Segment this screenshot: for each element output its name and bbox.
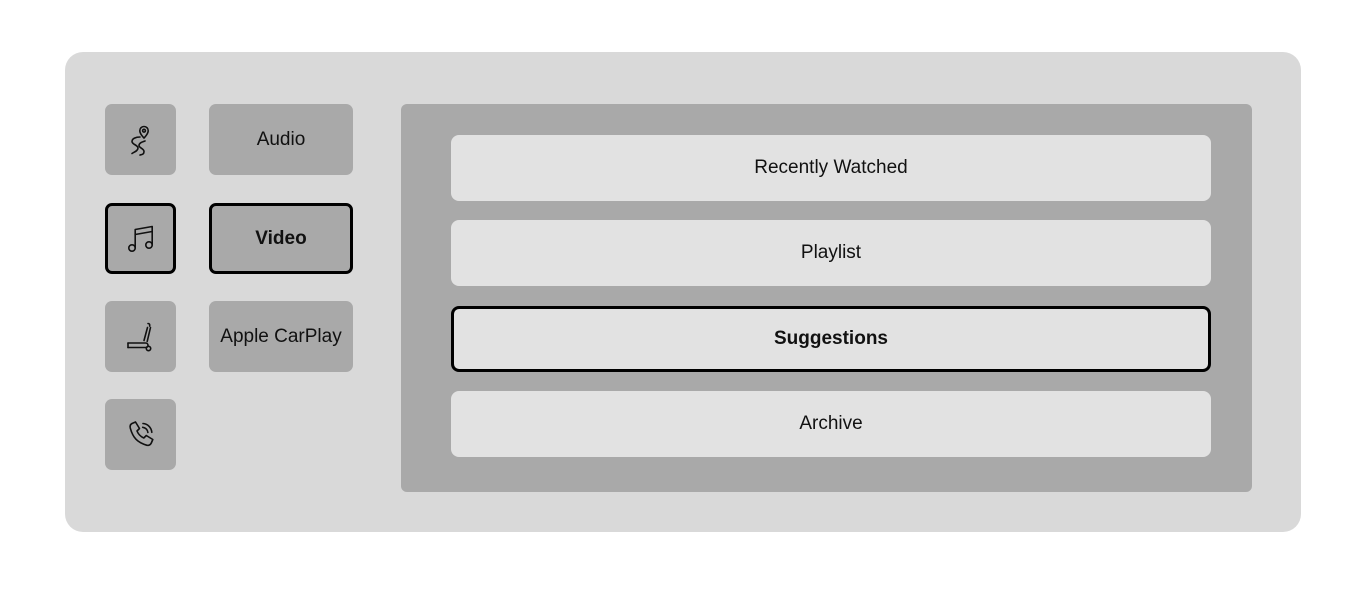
media-button[interactable] — [105, 203, 176, 274]
category-video-label: Video — [255, 227, 307, 249]
list-item-label: Suggestions — [773, 328, 888, 349]
category-apple-carplay-button[interactable]: Apple CarPlay — [209, 301, 353, 372]
list-item-label: Recently Watched — [754, 157, 908, 178]
category-apple-carplay-label: Apple CarPlay — [220, 325, 342, 347]
phone-button[interactable] — [105, 399, 176, 470]
car-seat-icon — [126, 322, 151, 351]
navigation-button[interactable] — [105, 104, 176, 175]
category-video-button[interactable]: Video — [209, 203, 353, 274]
list-item-archive[interactable]: Archive — [451, 391, 1211, 457]
music-note-icon — [127, 225, 153, 252]
list-item-label: Archive — [799, 413, 863, 434]
list-item-label: Playlist — [800, 242, 862, 263]
category-audio-button[interactable]: Audio — [209, 104, 353, 175]
category-audio-label: Audio — [256, 128, 306, 150]
list-item-recently-watched[interactable]: Recently Watched — [451, 135, 1211, 201]
route-pin-icon — [130, 125, 149, 156]
seat-settings-button[interactable] — [105, 301, 176, 372]
list-item-playlist[interactable]: Playlist — [451, 220, 1211, 286]
list-item-suggestions[interactable]: Suggestions — [451, 306, 1211, 372]
phone-icon — [128, 420, 154, 446]
